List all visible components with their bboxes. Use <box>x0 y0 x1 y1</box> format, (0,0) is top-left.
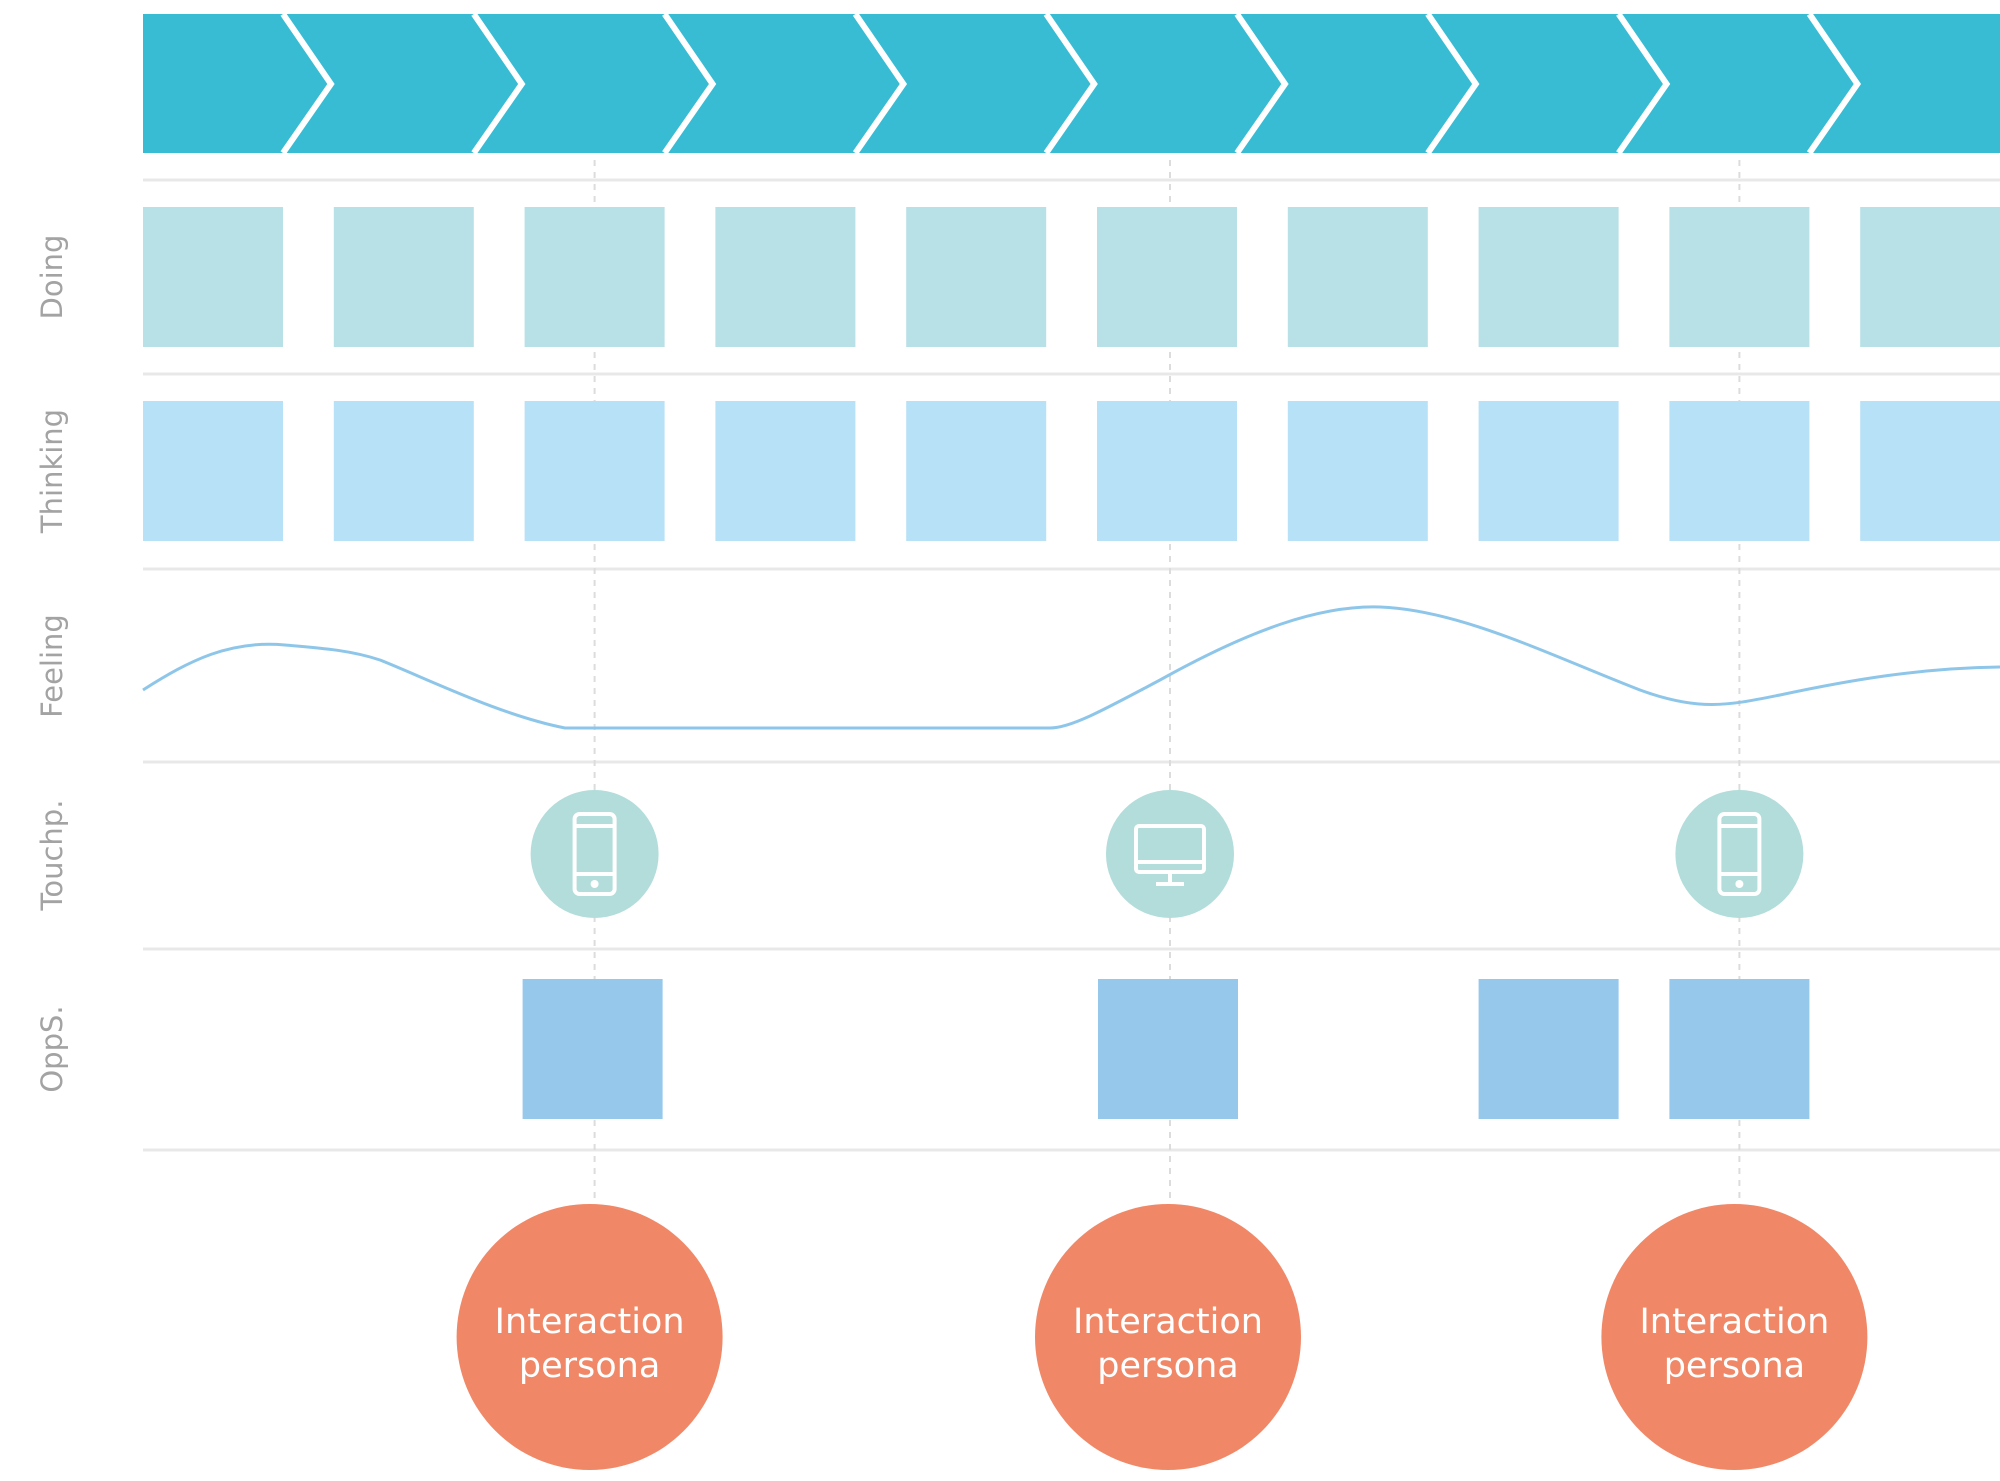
row-label-feeling: Feeling <box>35 614 69 718</box>
doing-box <box>1097 207 1237 347</box>
stage-chevron-9 <box>1806 12 1862 155</box>
row-label-opportunities: OppS. <box>35 1005 69 1092</box>
thinking-box <box>143 401 283 541</box>
touchpoint-circle <box>1106 790 1234 918</box>
persona-label-line2: persona <box>1097 1346 1238 1386</box>
doing-box <box>906 207 1047 347</box>
row-label-thinking: Thinking <box>35 409 69 534</box>
thinking-box <box>1287 401 1428 541</box>
thinking-box <box>1860 401 2000 541</box>
opportunities-row <box>522 979 1810 1119</box>
doing-box <box>1478 207 1619 347</box>
thinking-box <box>715 401 856 541</box>
opportunity-box <box>1098 979 1238 1119</box>
stage-band-bg <box>143 14 2000 153</box>
stage-chevron-1 <box>280 12 335 155</box>
stage-chevron-6 <box>1234 12 1289 155</box>
touchpoint-circle <box>530 790 659 918</box>
doing-box <box>1287 207 1428 347</box>
thinking-box <box>524 401 665 541</box>
persona-circle <box>1601 1204 1868 1470</box>
stage-chevron-8 <box>1616 12 1671 155</box>
persona-label-line2: persona <box>519 1346 660 1386</box>
row-dividers <box>143 178 2000 1152</box>
doing-box <box>333 207 474 347</box>
thinking-box <box>333 401 474 541</box>
persona-label-line2: persona <box>1664 1346 1805 1386</box>
stage-chevron-5 <box>1043 12 1098 155</box>
stage-chevron-2 <box>471 12 526 155</box>
persona-label-line1: Interaction <box>1073 1302 1263 1342</box>
touchpoint <box>530 790 659 918</box>
persona-circle <box>1035 1204 1301 1470</box>
opportunity-box <box>1669 979 1810 1119</box>
doing-box <box>143 207 283 347</box>
smartphone-icon <box>1717 812 1762 896</box>
touchpoint <box>1106 790 1234 918</box>
desktop-monitor-icon <box>1134 824 1206 886</box>
persona-label-line1: Interaction <box>1639 1302 1829 1342</box>
touchpoint <box>1675 790 1804 918</box>
persona-label-line1: Interaction <box>495 1302 685 1342</box>
personas-row: InteractionpersonaInteractionpersonaInte… <box>456 1204 1868 1470</box>
smartphone-icon <box>572 812 617 896</box>
feeling-curve <box>142 605 2000 730</box>
stage-band <box>143 12 2000 155</box>
doing-box <box>1669 207 1810 347</box>
doing-box <box>524 207 665 347</box>
doing-box <box>1860 207 2000 347</box>
stage-chevron-4 <box>852 12 908 155</box>
touchpoint-circle <box>1675 790 1804 918</box>
doing-box <box>715 207 856 347</box>
persona-circle <box>456 1204 723 1470</box>
opportunity-box <box>1478 979 1619 1119</box>
thinking-box <box>906 401 1047 541</box>
opportunity-box <box>522 979 663 1119</box>
stage-chevron-3 <box>662 12 717 155</box>
row-label-doing: Doing <box>35 235 69 320</box>
thinking-box <box>1669 401 1810 541</box>
thinking-box <box>1478 401 1619 541</box>
touchpoints-row <box>530 790 1804 918</box>
thinking-box <box>1097 401 1237 541</box>
doing-row <box>143 207 2000 347</box>
stage-chevron-7 <box>1425 12 1480 155</box>
row-label-touchpoints: Touchp. <box>35 800 69 912</box>
thinking-row <box>143 401 2000 541</box>
